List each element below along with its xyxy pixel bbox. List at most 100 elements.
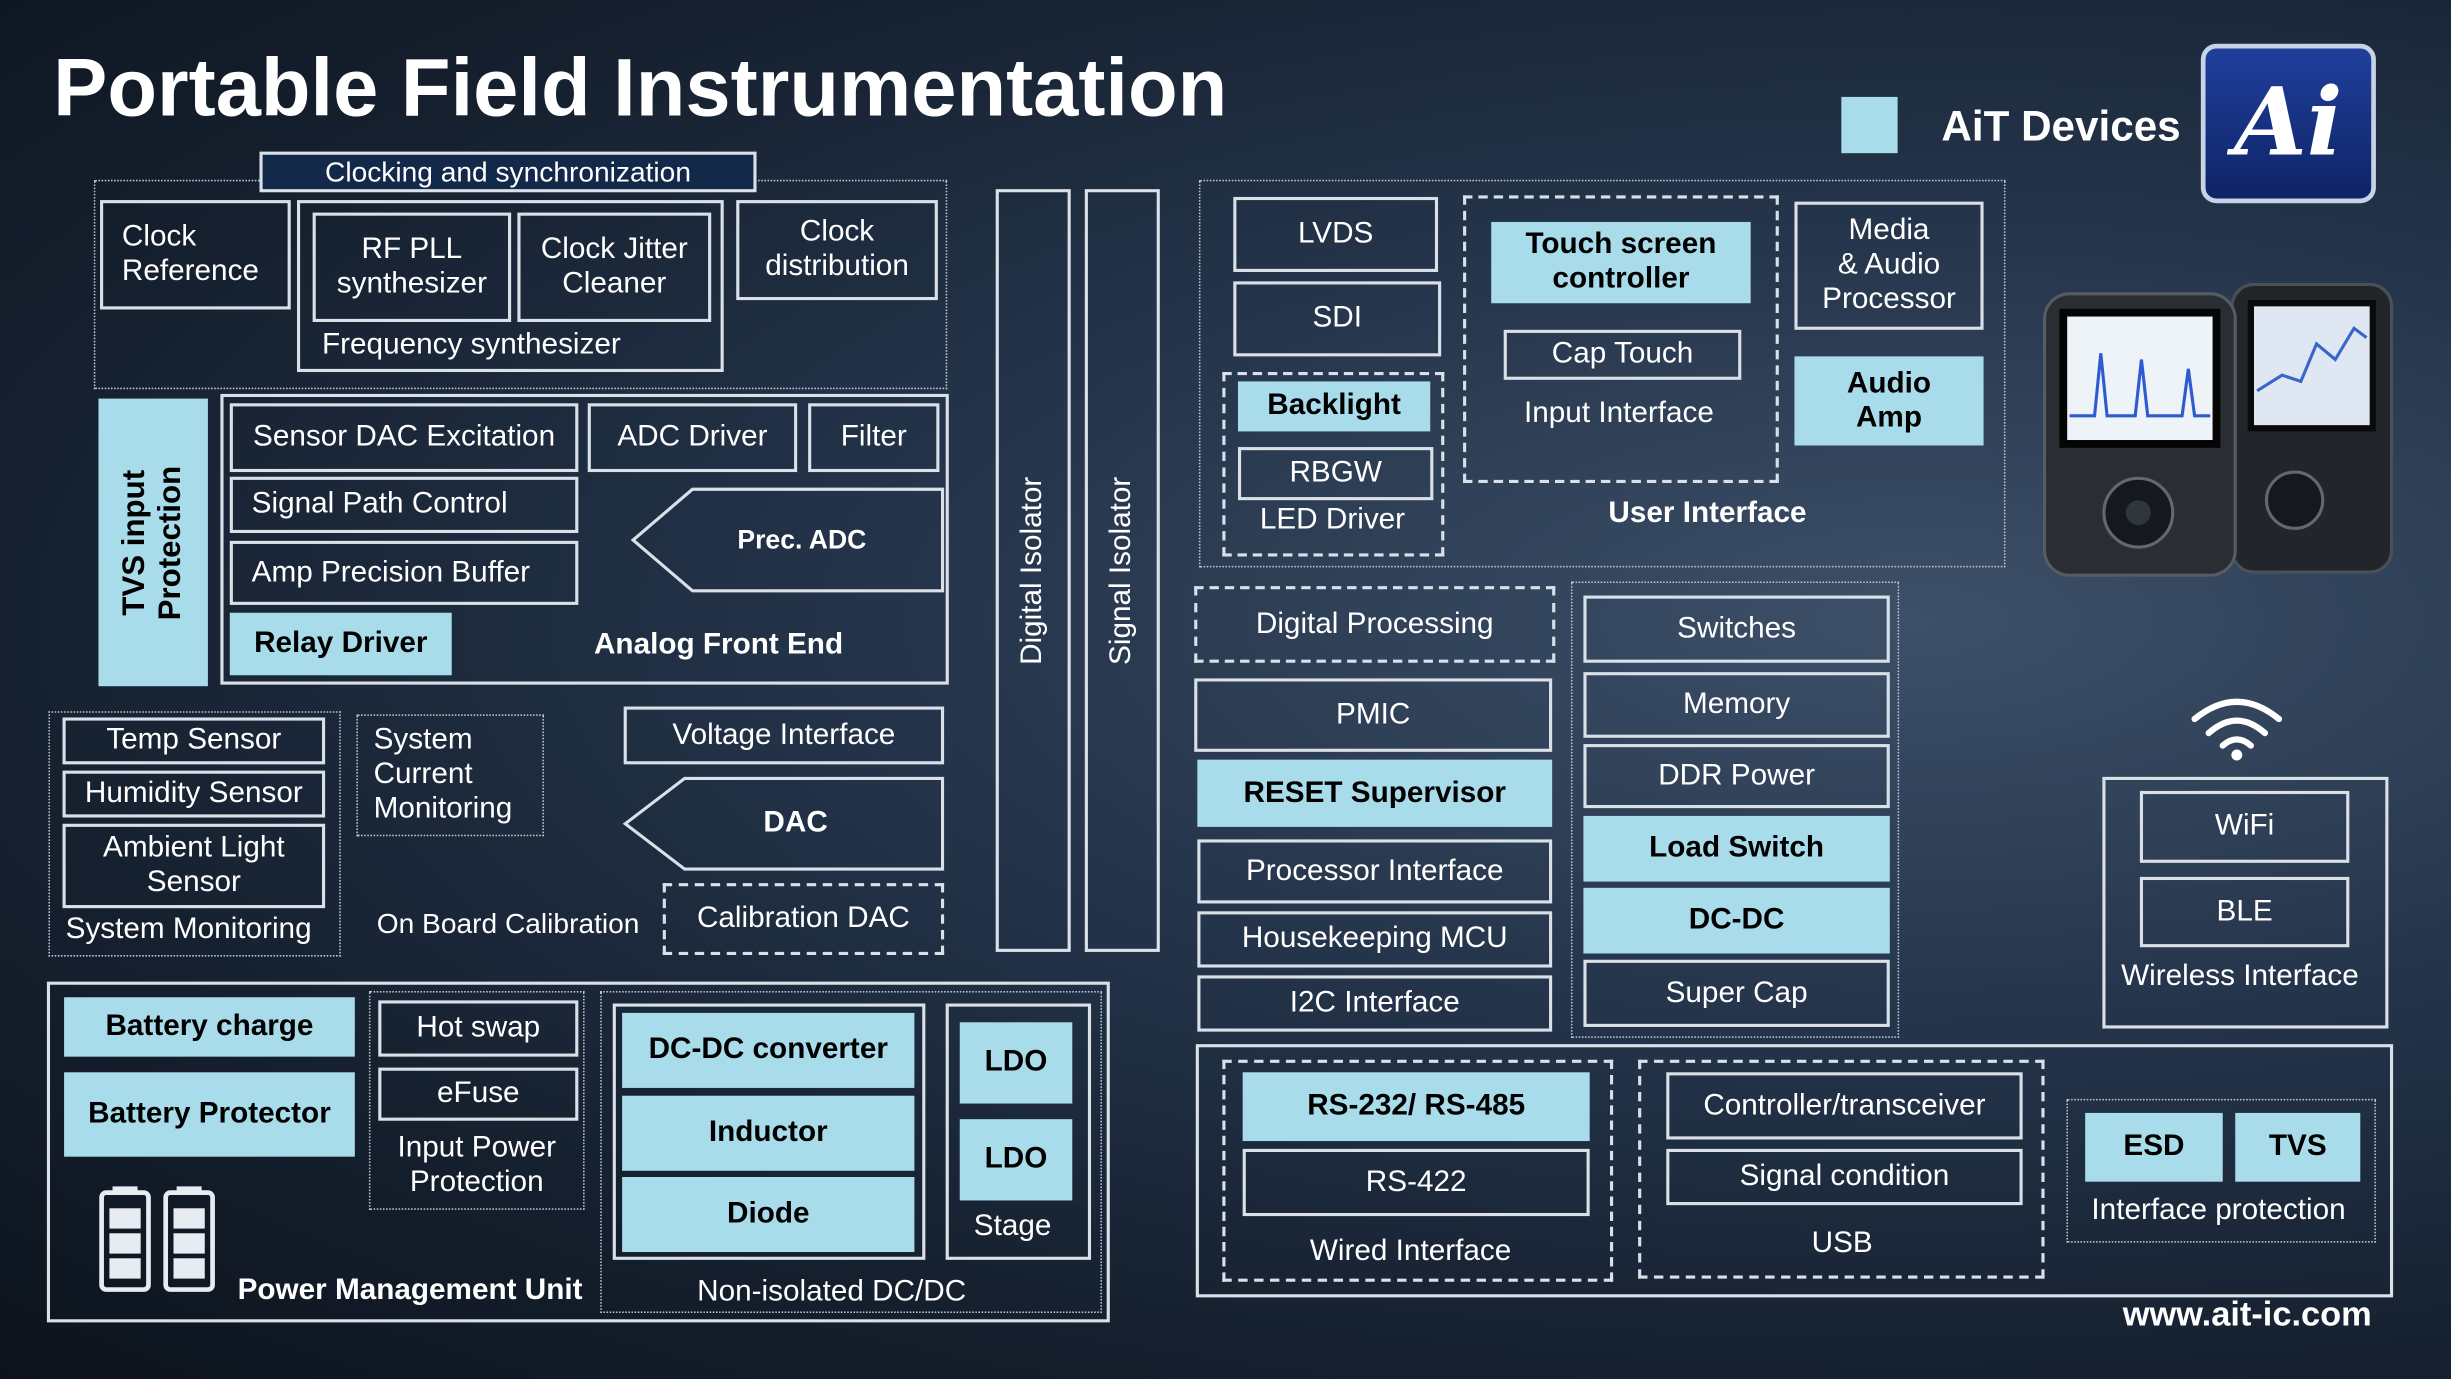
voltage-interface-block: Voltage Interface <box>623 706 945 765</box>
touch-screen-controller-block: Touch screen controller <box>1491 221 1751 304</box>
input-power-protection-label: Input Power Protection <box>397 1131 556 1199</box>
brand-logo-text: Ai <box>2234 68 2343 179</box>
super-cap-block: Super Cap <box>1583 959 1890 1027</box>
media-audio-processor-block: Media & Audio Processor <box>1794 201 1984 330</box>
dcdc-converter-group <box>612 1003 926 1260</box>
ddr-power-block: DDR Power <box>1583 744 1890 809</box>
wired-interface-label: Wired Interface <box>1309 1234 1512 1268</box>
power-management-unit-label: Power Management Unit <box>237 1273 583 1307</box>
on-board-calibration-label: On Board Calibration <box>376 908 640 940</box>
rf-pll-block: RF PLL synthesizer <box>312 212 512 322</box>
prec-adc-label: Prec. ADC <box>737 524 867 555</box>
legend-swatch <box>1841 96 1898 154</box>
ble-block: BLE <box>2139 876 2350 948</box>
wireless-interface-label: Wireless Interface <box>2121 959 2359 993</box>
system-current-monitoring-block: System Current Monitoring <box>356 714 544 837</box>
power-management-group <box>46 981 1110 1323</box>
non-isolated-dcdc-label: Non-isolated DC/DC <box>697 1275 967 1309</box>
relay-driver-block: Relay Driver <box>229 612 452 676</box>
efuse-block: eFuse <box>378 1067 579 1121</box>
rbgw-block: RBGW <box>1237 447 1434 501</box>
led-driver-label: LED Driver <box>1259 503 1406 537</box>
wireless-interface-group <box>2102 776 2389 1029</box>
non-isolated-dcdc-group <box>600 991 1102 1314</box>
system-monitoring-group <box>48 711 341 957</box>
battery-protector-block: Battery Protector <box>64 1072 355 1157</box>
switches-block: Switches <box>1583 595 1890 663</box>
clock-distribution-block: Clock distribution <box>736 200 938 301</box>
lvds-block: LVDS <box>1233 196 1439 272</box>
clock-reference-block: Clock Reference <box>100 200 291 310</box>
cap-touch-block: Cap Touch <box>1503 329 1742 380</box>
humidity-sensor-block: Humidity Sensor <box>62 770 326 818</box>
ldo-block-2: LDO <box>959 1119 1073 1201</box>
handheld-device-image <box>2042 282 2394 577</box>
esd-block: ESD <box>2085 1112 2223 1182</box>
backlight-block: Backlight <box>1237 381 1431 432</box>
signal-condition-block: Signal condition <box>1666 1148 2023 1206</box>
interface-protection-group <box>2066 1098 2376 1243</box>
system-monitoring-label: System Monitoring <box>65 912 312 946</box>
memory-block: Memory <box>1583 672 1890 738</box>
tvs-input-protection-label: TVS input Protection <box>117 465 188 620</box>
dac-shape <box>622 776 945 871</box>
controller-transceiver-block: Controller/transceiver <box>1666 1072 2023 1140</box>
reset-supervisor-block: RESET Supervisor <box>1197 759 1553 827</box>
clocking-header: Clocking and synchronization <box>259 151 757 193</box>
device-back <box>2230 282 2394 574</box>
ldo-stage-group <box>945 1003 1092 1260</box>
dcdc-converter-block: DC-DC converter <box>622 1012 915 1088</box>
analog-front-end-label: Analog Front End <box>593 628 844 662</box>
diode-block: Diode <box>622 1177 915 1253</box>
website: www.ait-ic.com <box>2122 1294 2372 1334</box>
pmic-block: PMIC <box>1194 678 1553 752</box>
sensor-dac-excitation-block: Sensor DAC Excitation <box>229 403 579 473</box>
frequency-synthesizer-group <box>296 200 724 373</box>
frequency-synthesizer-label: Frequency synthesizer <box>321 328 621 362</box>
interfaces-group <box>1195 1044 2394 1298</box>
signal-isolator-label: Signal Isolator <box>1105 476 1139 665</box>
ldo-stage-label: Stage <box>973 1209 1052 1243</box>
user-interface-label: User Interface <box>1608 497 1807 530</box>
wifi-icon <box>2191 698 2283 761</box>
calibration-dac-block: Calibration DAC <box>662 883 945 956</box>
interface-protection-label: Interface protection <box>2091 1194 2346 1228</box>
tvs-block: TVS <box>2235 1112 2361 1182</box>
clock-jitter-cleaner-block: Clock Jitter Cleaner <box>517 212 712 322</box>
battery-icon <box>99 1186 215 1292</box>
tvs-input-protection-block: TVS input Protection <box>98 398 208 687</box>
filter-block: Filter <box>808 403 940 473</box>
analog-front-end-group <box>220 393 949 685</box>
processor-interface-block: Processor Interface <box>1197 839 1553 904</box>
usb-label: USB <box>1811 1227 1873 1260</box>
battery-charge-block: Battery charge <box>64 997 355 1057</box>
user-interface-group <box>1198 179 2006 568</box>
rs232-rs485-block: RS-232/ RS-485 <box>1242 1072 1590 1142</box>
led-driver-group <box>1222 372 1445 557</box>
input-interface-label: Input Interface <box>1524 397 1714 430</box>
amp-precision-buffer-block: Amp Precision Buffer <box>229 540 579 605</box>
usb-group <box>1638 1059 2045 1279</box>
hot-swap-block: Hot swap <box>378 1000 579 1057</box>
wired-interface-group <box>1222 1059 1614 1282</box>
power-switching-group <box>1570 581 1900 1038</box>
signal-isolator-block: Signal Isolator <box>1084 189 1160 952</box>
wifi-block: WiFi <box>2139 790 2350 863</box>
signal-path-control-block: Signal Path Control <box>229 476 579 534</box>
temp-sensor-block: Temp Sensor <box>62 717 326 765</box>
sdi-block: SDI <box>1233 281 1442 357</box>
digital-isolator-block: Digital Isolator <box>995 189 1071 952</box>
audio-amp-block: Audio Amp <box>1794 356 1984 446</box>
dcdc-block: DC-DC <box>1583 887 1890 954</box>
adc-driver-block: ADC Driver <box>587 403 798 473</box>
rs422-block: RS-422 <box>1242 1148 1590 1217</box>
ambient-light-sensor-block: Ambient Light Sensor <box>62 823 326 909</box>
input-power-protection-group <box>368 991 585 1210</box>
prec-adc-shape <box>630 487 945 593</box>
touch-screen-group <box>1463 195 1779 483</box>
brand-logo: Ai <box>2200 43 2376 204</box>
brand-name: AiT Devices <box>1941 103 2181 151</box>
housekeeping-mcu-block: Housekeeping MCU <box>1197 911 1553 968</box>
inductor-block: Inductor <box>622 1095 915 1171</box>
